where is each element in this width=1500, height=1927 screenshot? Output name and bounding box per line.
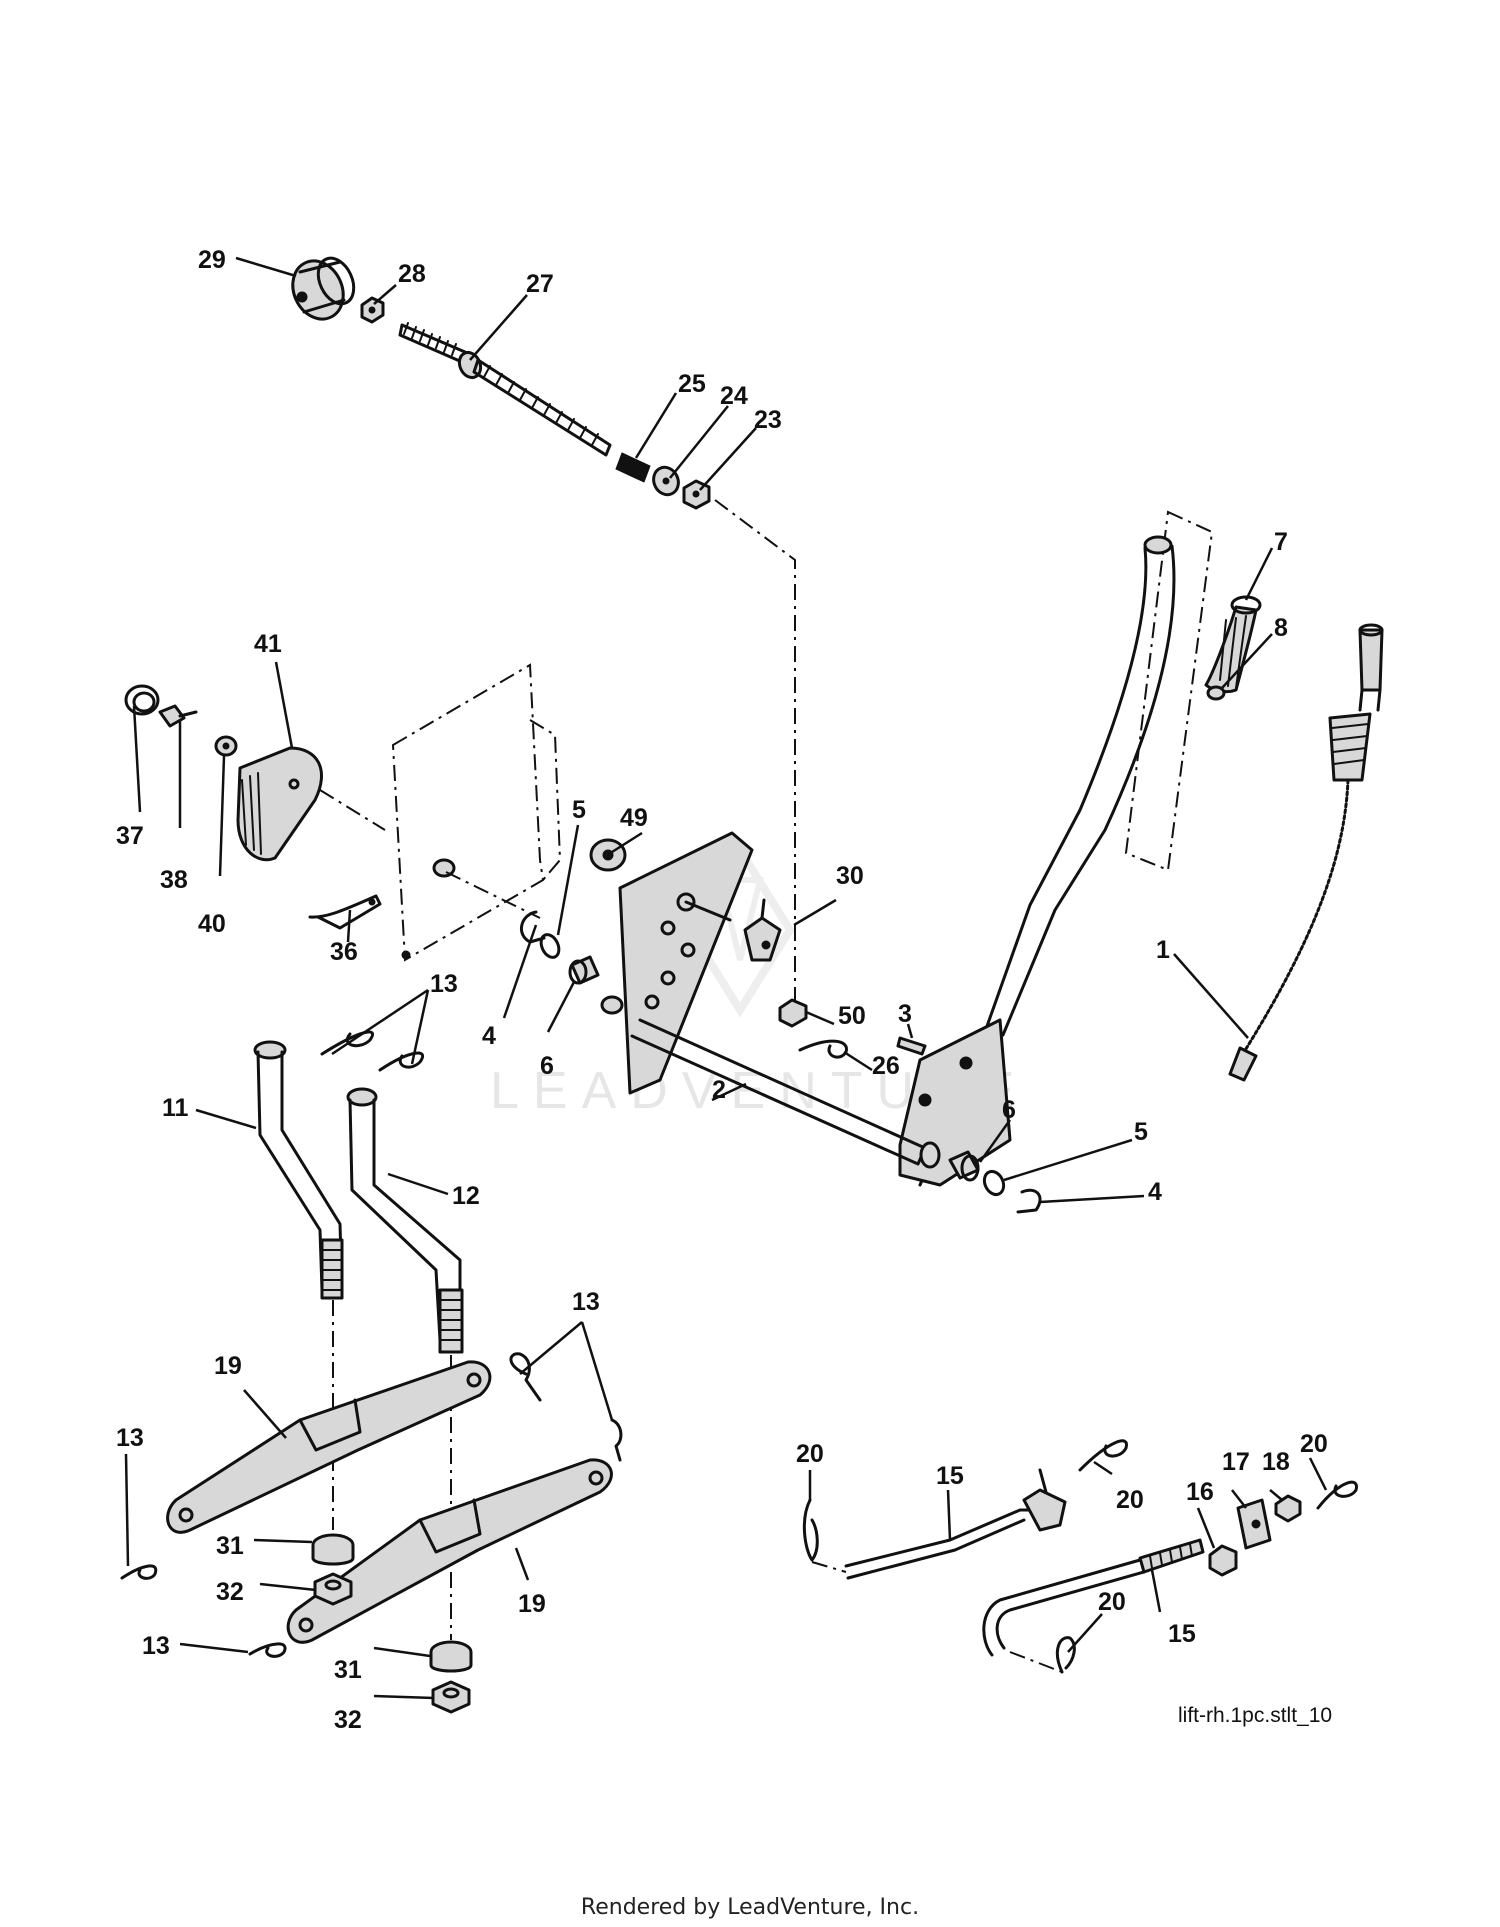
part-29-knob xyxy=(291,256,356,321)
part-4-clip-right xyxy=(1016,1188,1042,1214)
callout-13-upper: 13 xyxy=(430,970,458,998)
part-17-block xyxy=(1236,1498,1272,1550)
callout-20-bottom: 20 xyxy=(1098,1588,1126,1616)
assembly-line-rod xyxy=(714,499,796,1020)
part-37-ring xyxy=(124,684,160,716)
part-31-bushing-lower xyxy=(429,1640,473,1673)
callout-19-lower: 19 xyxy=(518,1590,546,1618)
callout-5-right: 5 xyxy=(1134,1118,1148,1146)
assembly-line-shaft xyxy=(445,871,541,919)
callout-8: 8 xyxy=(1274,614,1288,642)
callout-28: 28 xyxy=(398,260,426,288)
callout-18: 18 xyxy=(1262,1448,1290,1476)
callout-12: 12 xyxy=(452,1182,480,1210)
callout-2: 2 xyxy=(712,1076,726,1104)
part-11-link xyxy=(253,1040,344,1300)
part-40-washer xyxy=(214,735,238,757)
part-27-threaded-rod xyxy=(398,322,612,457)
callout-4-left: 4 xyxy=(482,1022,496,1050)
leader-lines xyxy=(124,256,1328,1700)
callout-6-left: 6 xyxy=(540,1052,554,1080)
part-31-bushing-upper xyxy=(311,1533,355,1566)
part-18-nut xyxy=(1274,1494,1302,1523)
callout-4-right: 4 xyxy=(1148,1178,1162,1206)
part-8-insert xyxy=(1206,685,1226,701)
part-26-clip xyxy=(798,1039,848,1059)
callout-25: 25 xyxy=(678,370,706,398)
callout-7: 7 xyxy=(1274,528,1288,556)
callout-1: 1 xyxy=(1156,936,1170,964)
part-1-cable xyxy=(1228,623,1384,1082)
assembly-outline-handle xyxy=(1124,510,1214,872)
callout-24: 24 xyxy=(720,382,748,410)
callout-29: 29 xyxy=(198,246,226,274)
part-15-rod-upper xyxy=(844,1468,1067,1580)
callout-15-upper: 15 xyxy=(936,1462,964,1490)
callout-38: 38 xyxy=(160,866,188,894)
part-15-rod-lower xyxy=(982,1538,1205,1657)
callout-26: 26 xyxy=(872,1052,900,1080)
callout-36: 36 xyxy=(330,938,358,966)
part-25-spring xyxy=(615,452,651,483)
part-5-washer-left xyxy=(539,933,561,959)
callout-20-mid: 20 xyxy=(1116,1486,1144,1514)
part-3-pin xyxy=(896,1036,927,1056)
part-38-bolt xyxy=(158,704,198,728)
frame-plate xyxy=(391,663,562,962)
footer-credit: Rendered by LeadVenture, Inc. xyxy=(580,1895,920,1920)
part-19-lift-arm-upper xyxy=(166,1360,492,1534)
callout-11: 11 xyxy=(162,1094,189,1122)
assembly-line-rod-15-left xyxy=(811,1561,847,1573)
part-6-bushing-left xyxy=(568,955,600,985)
callout-50: 50 xyxy=(838,1002,866,1030)
part-6-bushing-right xyxy=(948,1150,980,1182)
callout-16: 16 xyxy=(1186,1478,1214,1506)
callout-27: 27 xyxy=(526,270,554,298)
part-28-nut xyxy=(360,296,385,324)
part-19-lift-arm-lower xyxy=(286,1458,613,1644)
part-5-washer-right xyxy=(982,1169,1006,1197)
part-20-hairpins xyxy=(802,1439,1358,1674)
drawing-reference: lift-rh.1pc.stlt_10 xyxy=(1178,1704,1332,1727)
callout-19-upper: 19 xyxy=(214,1352,242,1380)
callout-37: 37 xyxy=(116,822,144,850)
callout-32-lower: 32 xyxy=(334,1706,362,1734)
callout-23: 23 xyxy=(754,406,782,434)
part-2-pivot-shaft xyxy=(600,831,941,1169)
callout-20-right: 20 xyxy=(1300,1430,1328,1458)
callout-20-left: 20 xyxy=(796,1440,824,1468)
part-32-nut-upper xyxy=(313,1572,353,1606)
callout-30: 30 xyxy=(836,862,864,890)
callout-13-right: 13 xyxy=(572,1288,600,1316)
callout-6-right: 6 xyxy=(1002,1096,1016,1124)
callout-13-left: 13 xyxy=(116,1424,144,1452)
part-12-link xyxy=(346,1087,464,1354)
callout-32-upper: 32 xyxy=(216,1578,244,1606)
callout-31-upper: 31 xyxy=(216,1532,244,1560)
callout-49: 49 xyxy=(620,804,648,832)
part-41-bracket xyxy=(236,746,324,862)
part-49-washer xyxy=(589,838,627,872)
assembly-line-bracket xyxy=(319,789,386,831)
part-30-trunnion xyxy=(743,898,782,962)
part-32-nut-lower xyxy=(431,1680,471,1714)
assembly-line-rod-15-right xyxy=(1009,1651,1063,1673)
part-13-clips-lower xyxy=(120,1352,623,1658)
callout-labels: 29 28 27 25 24 23 7 8 41 37 38 40 5 49 3… xyxy=(116,246,1328,1734)
callout-15-lower: 15 xyxy=(1168,1620,1196,1648)
part-50-nut xyxy=(778,998,808,1028)
callout-13-bottom: 13 xyxy=(142,1632,170,1660)
callout-3: 3 xyxy=(898,1000,912,1028)
callout-41: 41 xyxy=(254,630,282,658)
callout-17: 17 xyxy=(1222,1448,1250,1476)
part-lift-lever xyxy=(898,535,1176,1187)
callout-40: 40 xyxy=(198,910,226,938)
callout-31-lower: 31 xyxy=(334,1656,362,1684)
part-36-spring-clip xyxy=(308,894,382,930)
part-16-nut xyxy=(1208,1544,1238,1577)
callout-5-left: 5 xyxy=(572,796,586,824)
